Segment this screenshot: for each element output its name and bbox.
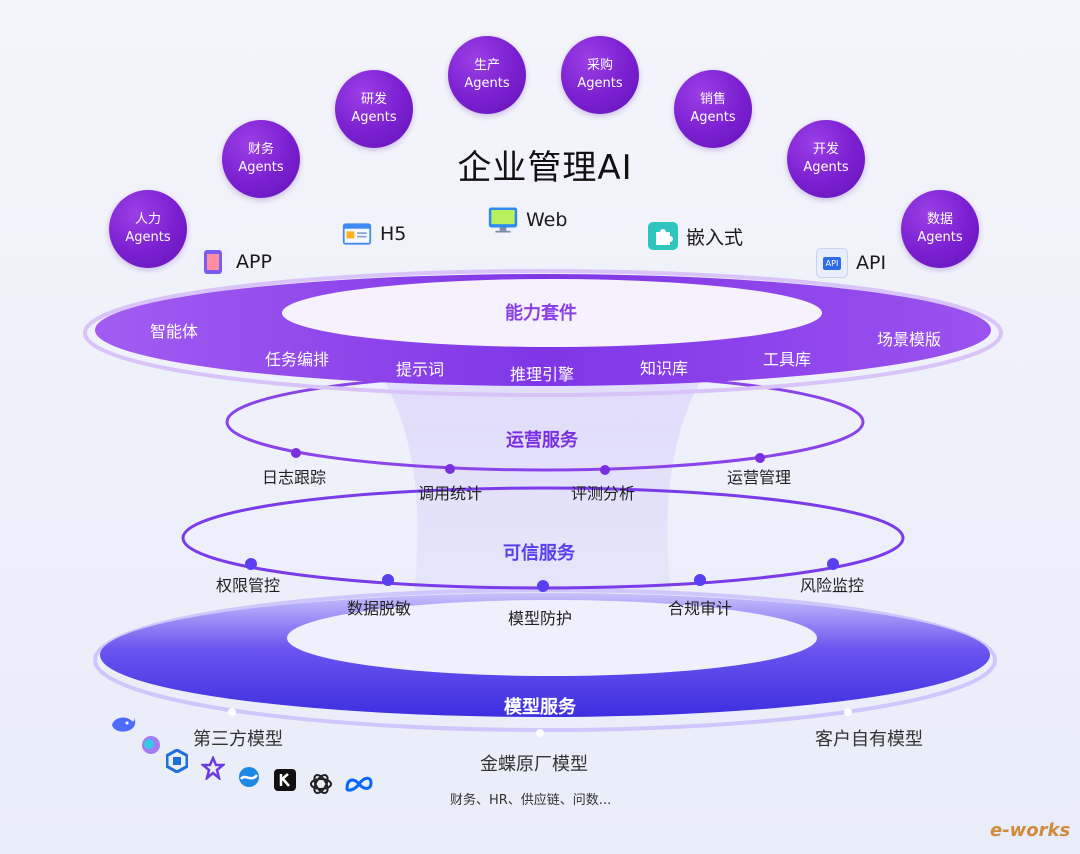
channel-embedded[interactable]: 嵌入式 bbox=[648, 222, 743, 250]
agent-data[interactable]: 数据 Agents bbox=[901, 190, 979, 268]
agent-label: Agents bbox=[917, 230, 963, 245]
capability-title: 能力套件 bbox=[505, 303, 577, 324]
channel-label: H5 bbox=[380, 223, 407, 245]
page-title: 企业管理AI bbox=[457, 148, 633, 188]
agent-sales[interactable]: 销售 Agents bbox=[674, 70, 752, 148]
agent-label: Agents bbox=[577, 76, 623, 91]
puzzle-icon bbox=[648, 222, 678, 250]
trust-item[interactable]: 模型防护 bbox=[508, 609, 573, 628]
agent-label: Agents bbox=[351, 110, 397, 125]
agent-label: 销售 bbox=[699, 92, 726, 107]
channel-web[interactable]: Web bbox=[488, 206, 567, 234]
agent-label: Agents bbox=[125, 230, 171, 245]
capability-item[interactable]: 知识库 bbox=[640, 359, 689, 378]
agent-label: Agents bbox=[690, 110, 736, 125]
trust-item[interactable]: 权限管控 bbox=[216, 576, 281, 595]
agent-label: 生产 bbox=[473, 58, 500, 73]
model-customer[interactable]: 客户自有模型 bbox=[815, 729, 923, 750]
operations-item[interactable]: 日志跟踪 bbox=[262, 468, 327, 487]
operations-item[interactable]: 运营管理 bbox=[727, 468, 792, 487]
channel-label: APP bbox=[236, 251, 272, 273]
channel-label: Web bbox=[526, 209, 568, 231]
capability-item[interactable]: 任务编排 bbox=[265, 350, 330, 369]
agent-label: Agents bbox=[464, 76, 510, 91]
trust-item[interactable]: 风险监控 bbox=[800, 576, 865, 595]
agent-label: 研发 bbox=[360, 92, 387, 107]
model-title: 模型服务 bbox=[504, 697, 576, 718]
operations-item[interactable]: 评测分析 bbox=[571, 484, 636, 503]
browser-icon bbox=[342, 220, 372, 248]
api-icon: API bbox=[816, 248, 848, 278]
agent-development[interactable]: 开发 Agents bbox=[787, 120, 865, 198]
meta-icon bbox=[344, 771, 374, 797]
agent-label: Agents bbox=[803, 160, 849, 175]
k-icon bbox=[272, 767, 298, 793]
operations-item[interactable]: 调用统计 bbox=[418, 484, 483, 503]
channel-app[interactable]: APP bbox=[198, 248, 272, 276]
agent-production[interactable]: 生产 Agents bbox=[448, 36, 526, 114]
capability-item[interactable]: 智能体 bbox=[150, 322, 199, 341]
agent-finance[interactable]: 财务 Agents bbox=[222, 120, 300, 198]
capability-item[interactable]: 提示词 bbox=[396, 360, 445, 379]
watermark: e-works bbox=[990, 820, 1071, 841]
agent-procurement[interactable]: 采购 Agents bbox=[561, 36, 639, 114]
agent-rnd[interactable]: 研发 Agents bbox=[335, 70, 413, 148]
agent-label: 财务 bbox=[247, 142, 274, 157]
model-kingdee-subtitle: 财务、HR、供应链、问数... bbox=[450, 793, 612, 808]
agent-label: Agents bbox=[238, 160, 284, 175]
channel-label: API bbox=[856, 252, 887, 274]
wave-icon bbox=[236, 764, 262, 790]
trust-item[interactable]: 合规审计 bbox=[668, 599, 733, 618]
channel-h5[interactable]: H5 bbox=[342, 220, 406, 248]
agent-label: 人力 bbox=[134, 212, 161, 227]
cube-icon bbox=[138, 732, 164, 758]
agent-label: 采购 bbox=[586, 58, 613, 73]
operations-title: 运营服务 bbox=[506, 430, 578, 451]
knot-icon bbox=[308, 771, 334, 797]
whale-icon bbox=[110, 711, 136, 737]
monitor-icon bbox=[488, 206, 518, 234]
model-third-party[interactable]: 第三方模型 bbox=[193, 729, 283, 750]
trust-item[interactable]: 数据脱敏 bbox=[347, 599, 412, 618]
capability-item[interactable]: 场景模版 bbox=[877, 330, 942, 349]
channel-api[interactable]: API API bbox=[816, 248, 886, 278]
capability-item[interactable]: 推理引擎 bbox=[510, 365, 575, 384]
model-kingdee[interactable]: 金蝶原厂模型 bbox=[480, 754, 588, 775]
api-icon-label: API bbox=[822, 256, 842, 270]
agent-label: 数据 bbox=[926, 212, 953, 227]
trust-title: 可信服务 bbox=[503, 543, 575, 564]
channel-label: 嵌入式 bbox=[686, 226, 744, 249]
agent-label: 开发 bbox=[812, 142, 839, 157]
hexagon-icon bbox=[164, 748, 190, 774]
app-icon bbox=[198, 248, 228, 276]
capability-item[interactable]: 工具库 bbox=[763, 350, 812, 369]
agent-hr[interactable]: 人力 Agents bbox=[109, 190, 187, 268]
star-icon bbox=[200, 755, 226, 781]
